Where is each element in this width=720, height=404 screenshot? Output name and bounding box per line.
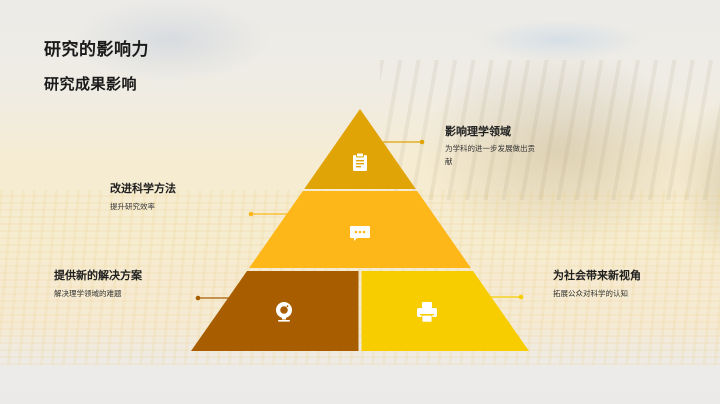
webcam-icon	[272, 300, 296, 324]
label-bottom-right: 为社会带来新视角 拓展公众对科学的认知	[553, 268, 703, 300]
slide-title: 研究的影响力	[44, 40, 149, 60]
label-top-description: 为学科的进一步发展做出贡 献	[445, 144, 535, 166]
label-top: 影响理学领域 为学科的进一步发展做出贡 献	[445, 124, 575, 168]
pyramid-tier-bottom-right	[361, 271, 529, 351]
label-bottom-left-heading: 提供新的解决方案	[54, 269, 142, 282]
label-middle-description: 提升研究效率	[110, 202, 155, 211]
printer-icon	[415, 300, 439, 324]
connector-bottom-left	[195, 295, 230, 301]
label-bottom-right-heading: 为社会带来新视角	[553, 269, 641, 282]
label-middle-heading: 改进科学方法	[110, 182, 176, 195]
connector-top	[383, 139, 425, 145]
chat-bubble-icon	[348, 222, 372, 246]
label-middle: 改进科学方法 提升研究效率	[110, 181, 250, 213]
connector-bottom-right	[490, 294, 524, 300]
clipboard-icon	[348, 150, 372, 174]
label-top-heading: 影响理学领域	[445, 125, 511, 138]
pyramid-tier-bottom-left	[191, 271, 359, 351]
connector-middle	[248, 211, 287, 217]
label-bottom-right-description: 拓展公众对科学的认知	[553, 289, 628, 298]
pyramid-tier-top	[304, 109, 416, 189]
background-microscope-texture	[380, 60, 720, 200]
slide-subtitle: 研究成果影响	[44, 75, 138, 93]
label-bottom-left-description: 解决理学领域的难题	[54, 289, 122, 298]
label-bottom-left: 提供新的解决方案 解决理学领域的难题	[54, 268, 204, 300]
